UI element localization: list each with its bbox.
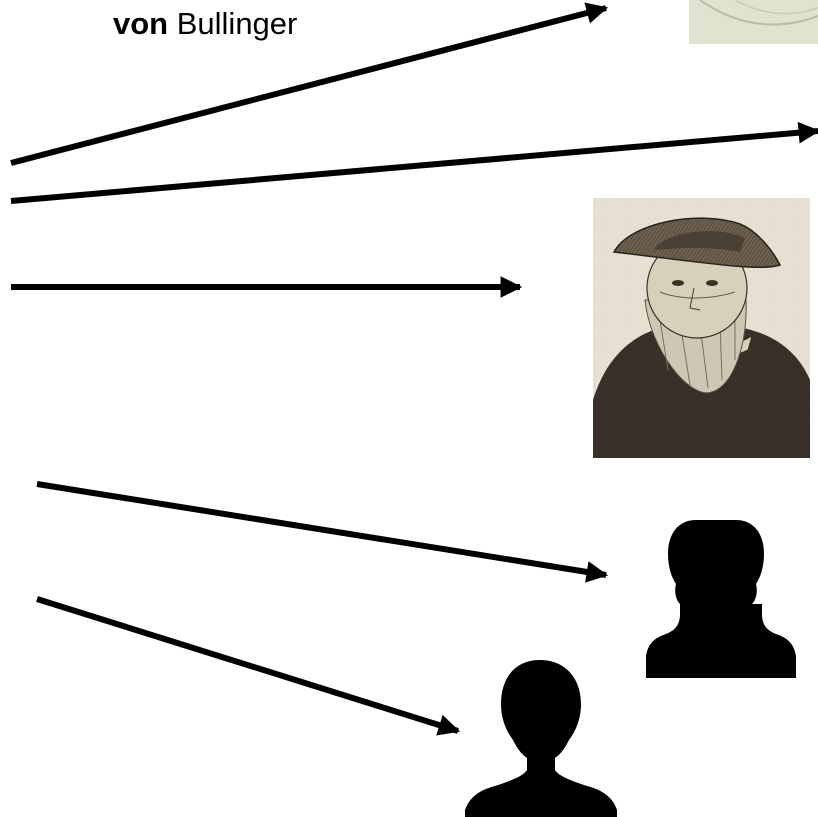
top-image (689, 0, 818, 44)
title-rest: Bullinger (168, 6, 298, 41)
title-bold: von (113, 6, 169, 41)
arrow-5 (36, 596, 461, 736)
arrow-4 (36, 481, 609, 583)
engraved-portrait-image (593, 198, 810, 458)
person-silhouette-icon-2 (465, 660, 617, 817)
arrow-2 (10, 121, 818, 204)
arrow-1 (10, 2, 609, 166)
person-silhouette-icon-1 (646, 520, 796, 678)
diagram-title: von Bullinger (113, 6, 297, 42)
